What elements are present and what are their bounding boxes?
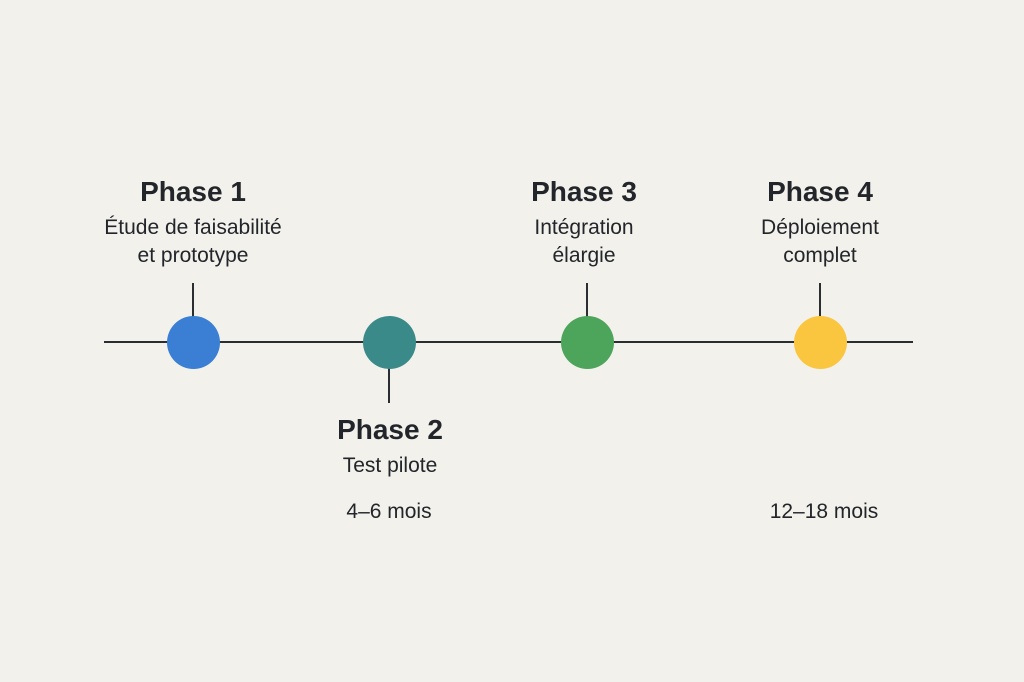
phase-2-title: Phase 2: [337, 414, 443, 445]
phase-4-title: Phase 4: [767, 176, 873, 207]
phase-1-title: Phase 1: [140, 176, 246, 207]
phase-3-desc-line2: élargie: [552, 244, 616, 267]
phase-4-connector: [819, 283, 821, 317]
phase-2-description: Test pilote: [342, 454, 438, 477]
phase-3-label: Phase 3 Intégration élargie: [454, 176, 714, 270]
phase-4-marker: [793, 316, 847, 369]
phase-2-marker: [362, 316, 416, 369]
phase-1-connector: [192, 283, 194, 317]
phase-3-desc-line1: Intégration: [534, 216, 634, 239]
phase-4-desc-line2: complet: [783, 244, 857, 267]
phase-1-desc-line1: Étude de faisabilité: [104, 216, 282, 239]
timeline-axis: [104, 341, 913, 343]
phase-4-description: Déploiement complet: [690, 214, 950, 270]
phase-4-label: Phase 4 Déploiement complet: [690, 176, 950, 270]
phase-2-connector: [388, 368, 390, 403]
phase-1-marker: [166, 316, 220, 369]
phase-2-duration: 4–6 mois: [346, 500, 432, 523]
phase-4-duration: 12–18 mois: [769, 500, 879, 523]
phase-3-marker: [560, 316, 614, 369]
phase-2-label: Phase 2 Test pilote: [260, 414, 520, 480]
phase-4-desc-line1: Déploiement: [761, 216, 879, 239]
phase-3-title: Phase 3: [531, 176, 637, 207]
phase-1-desc-line2: et prototype: [137, 244, 249, 267]
phase-3-connector: [586, 283, 588, 317]
phase-1-description: Étude de faisabilité et prototype: [63, 214, 323, 270]
phase-3-description: Intégration élargie: [454, 214, 714, 270]
phase-1-label: Phase 1 Étude de faisabilité et prototype: [63, 176, 323, 270]
